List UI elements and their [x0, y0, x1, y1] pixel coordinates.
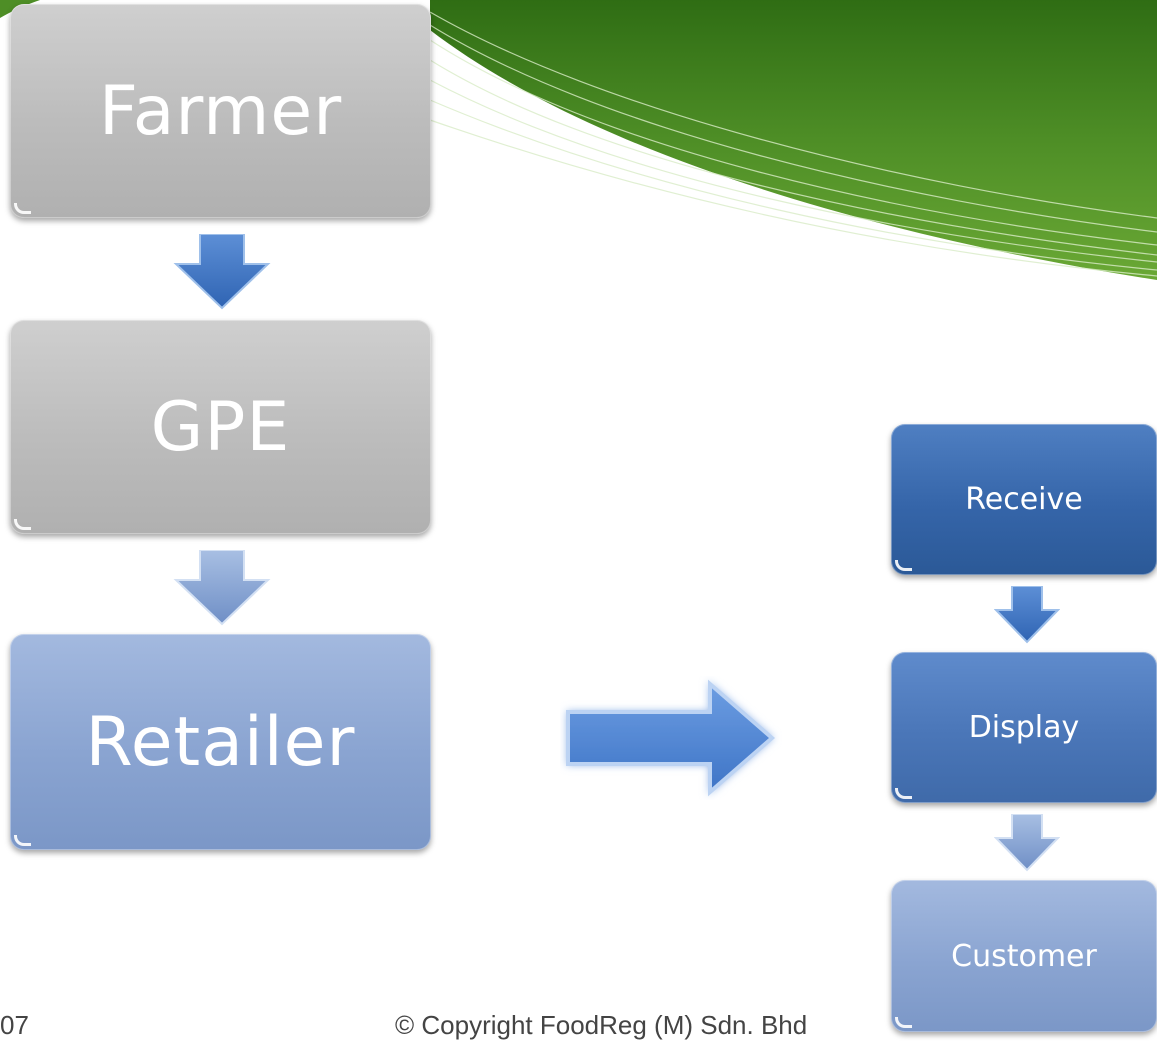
- down-arrow-icon: [994, 814, 1060, 872]
- retailer-box: Retailer: [10, 634, 431, 850]
- down-arrow-icon: [173, 234, 271, 310]
- down-arrow-icon: [173, 550, 271, 626]
- copyright-text: © Copyright FoodReg (M) Sdn. Bhd: [395, 1010, 808, 1040]
- gpe-box: GPE: [10, 320, 431, 534]
- page-number: 07: [0, 1010, 29, 1040]
- down-arrow-icon: [994, 586, 1060, 644]
- display-label: Display: [968, 710, 1080, 745]
- right-arrow-icon: [566, 679, 776, 797]
- receive-box: Receive: [891, 424, 1157, 575]
- green-swoosh-decoration: [0, 0, 1157, 280]
- farmer-box: Farmer: [10, 4, 431, 218]
- customer-label: Customer: [951, 938, 1097, 974]
- retailer-label: Retailer: [85, 702, 356, 782]
- customer-box: Customer: [891, 880, 1157, 1032]
- gpe-label: GPE: [150, 387, 291, 467]
- farmer-label: Farmer: [98, 71, 343, 151]
- display-box: Display: [891, 652, 1157, 803]
- receive-label: Receive: [965, 482, 1083, 517]
